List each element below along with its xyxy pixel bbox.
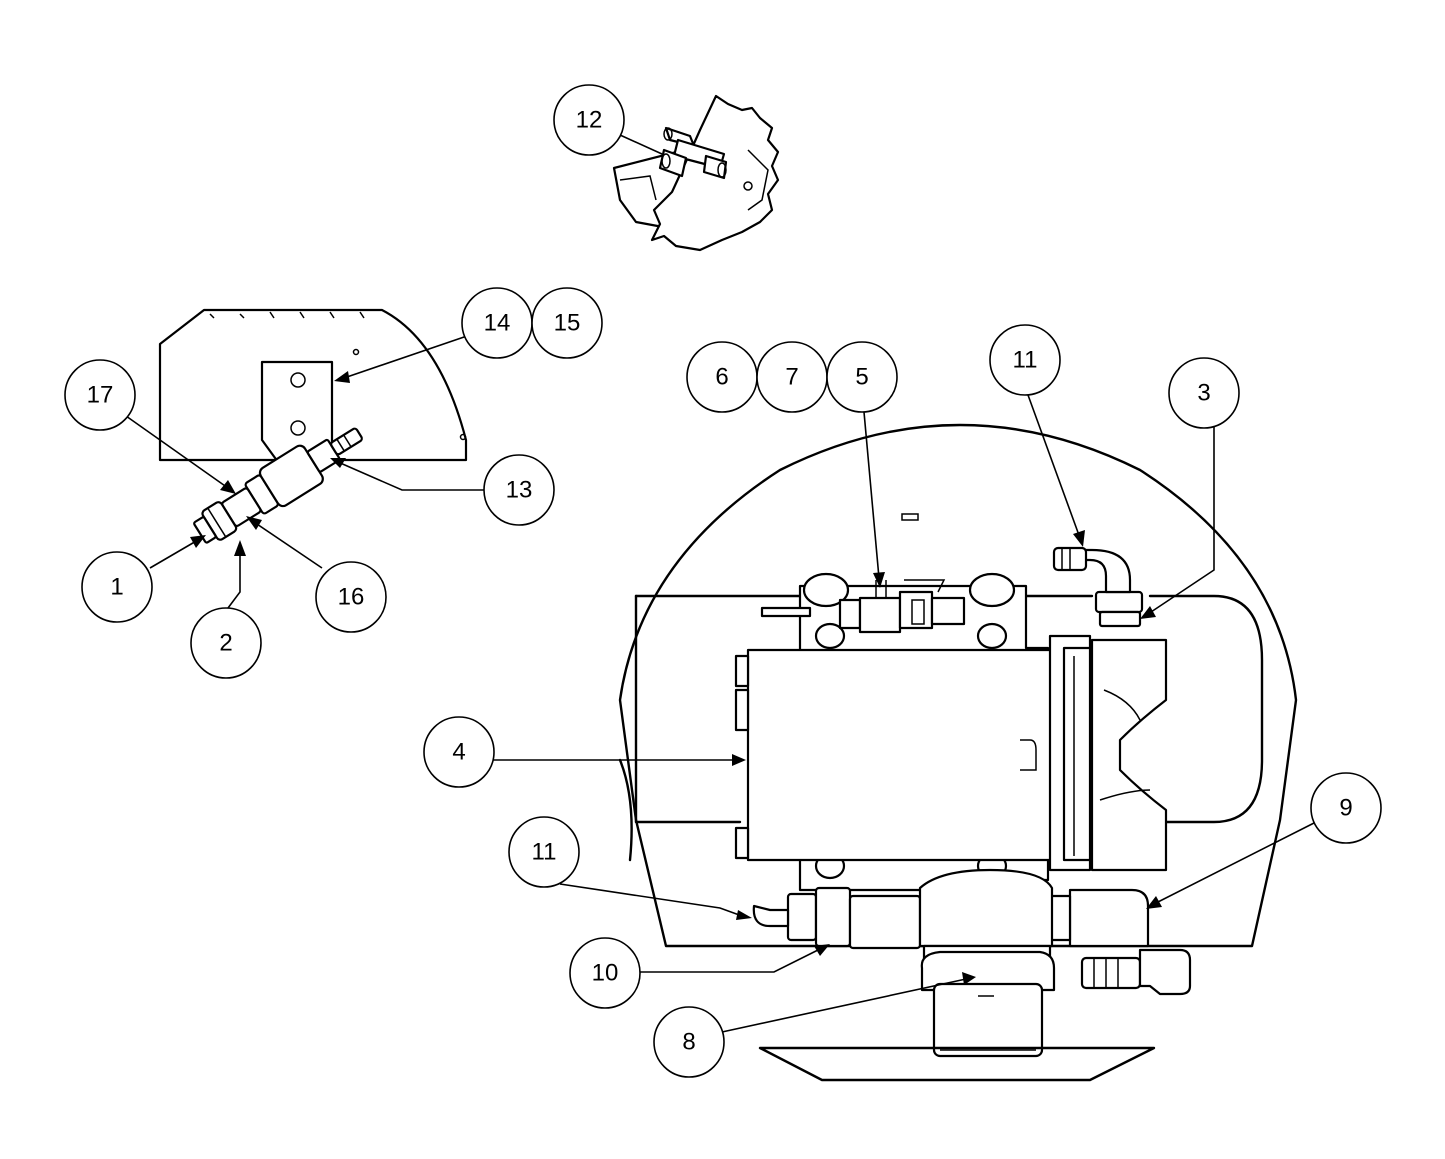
callout-11-bottom: 11 (508, 816, 580, 888)
callout-16: 16 (315, 561, 387, 633)
callout-2: 2 (190, 607, 262, 679)
callout-2-label: 2 (219, 630, 232, 657)
pump-tank-assembly (618, 423, 1298, 1082)
callout-14-label: 14 (484, 310, 511, 337)
callout-13: 13 (483, 454, 555, 526)
callout-15-label: 15 (554, 310, 581, 337)
callout-13-label: 13 (506, 477, 533, 504)
callout-8: 8 (653, 1006, 725, 1078)
valve-mount-detail (158, 308, 468, 544)
callout-5-label: 5 (855, 364, 868, 391)
callout-4-label: 4 (452, 739, 465, 766)
callout-5: 5 (826, 341, 898, 413)
callout-1-label: 1 (110, 574, 123, 601)
callout-3: 3 (1168, 357, 1240, 429)
callout-16-label: 16 (338, 584, 365, 611)
callout-17: 17 (64, 359, 136, 431)
callout-10: 10 (569, 937, 641, 1009)
leader-lines (125, 134, 1317, 1033)
tee-fitting-detail (612, 94, 780, 252)
callout-1: 1 (81, 551, 153, 623)
callout-7-label: 7 (785, 364, 798, 391)
callout-7: 7 (756, 341, 828, 413)
callout-15: 15 (531, 287, 603, 359)
callout-6-label: 6 (715, 364, 728, 391)
callout-10-label: 10 (592, 960, 619, 987)
callout-11-top-label: 11 (1013, 347, 1038, 374)
callout-11-bottom-label: 11 (532, 839, 557, 866)
callout-8-label: 8 (682, 1029, 695, 1056)
callout-17-label: 17 (87, 382, 114, 409)
callout-9-label: 9 (1339, 795, 1352, 822)
callout-6: 6 (686, 341, 758, 413)
callout-4: 4 (423, 716, 495, 788)
callout-9: 9 (1310, 772, 1382, 844)
callout-14: 14 (461, 287, 533, 359)
callout-12-label: 12 (576, 107, 603, 134)
callout-3-label: 3 (1197, 380, 1210, 407)
callout-11-top: 11 (989, 324, 1061, 396)
callout-12: 12 (553, 84, 625, 156)
